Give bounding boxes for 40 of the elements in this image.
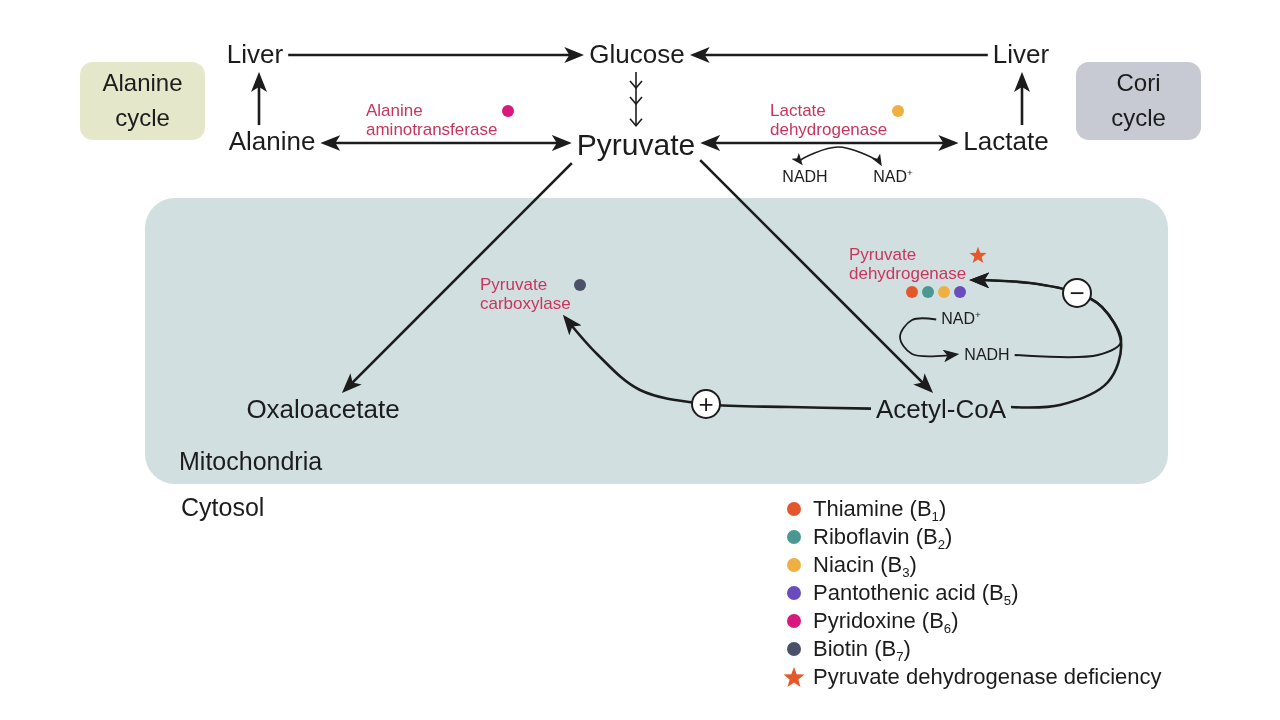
enzyme-label: Pyruvate dehydrogenase <box>849 245 967 283</box>
organ-label: Liver <box>987 38 1055 72</box>
curved-arrow <box>899 317 960 363</box>
arrow <box>288 47 585 63</box>
metabolite-label: Pyruvate <box>571 125 701 165</box>
enzyme-label: Lactate dehydrogenase <box>770 101 888 139</box>
metabolite-label: Acetyl-CoA <box>871 393 1011 427</box>
arrow <box>251 71 267 126</box>
metabolite-label: Lactate <box>958 125 1054 159</box>
cofactor-label: NAD$^{+}$ <box>936 307 986 331</box>
metabolite-label: Glucose <box>584 38 690 72</box>
legend-label: Riboflavin (B$_{2}$) <box>813 524 953 550</box>
arrow <box>699 159 934 394</box>
arrow <box>689 47 988 63</box>
legend-label: Biotin (B$_{7}$) <box>813 636 911 662</box>
legend-label: Thiamine (B$_{1}$) <box>813 496 947 522</box>
cofactor-label: NAD$^{+}$ <box>868 165 918 189</box>
multi-step-arrow <box>629 71 643 127</box>
arrow <box>320 135 572 151</box>
curved-arrow <box>562 314 871 410</box>
arrow <box>341 162 573 394</box>
legend-label: Pantothenic acid (B$_{5}$) <box>813 580 1019 606</box>
region-label: Cytosol <box>181 492 265 522</box>
curved-arrow <box>791 146 882 167</box>
legend-label: Niacin (B$_{3}$) <box>813 552 917 578</box>
metabolite-label: Oxaloacetate <box>241 393 405 427</box>
arrow <box>1014 71 1030 126</box>
cofactor-label: NADH <box>959 343 1015 367</box>
arrow <box>700 135 959 151</box>
mitochondria-region <box>145 198 1168 484</box>
curved-arrow <box>969 272 1123 359</box>
enzyme-label: Pyruvate carboxylase <box>480 275 571 313</box>
organ-label: Liver <box>221 38 289 72</box>
cofactor-label: NADH <box>777 165 833 189</box>
cycle-tag: Alanine cycle <box>80 62 205 140</box>
metabolite-label: Alanine <box>223 125 321 159</box>
legend-label: Pyruvate dehydrogenase deficiency <box>813 664 1162 690</box>
region-label: Mitochondria <box>179 447 323 476</box>
legend-label: Pyridoxine (B$_{6}$) <box>813 608 959 634</box>
cycle-tag: Cori cycle <box>1076 62 1201 140</box>
